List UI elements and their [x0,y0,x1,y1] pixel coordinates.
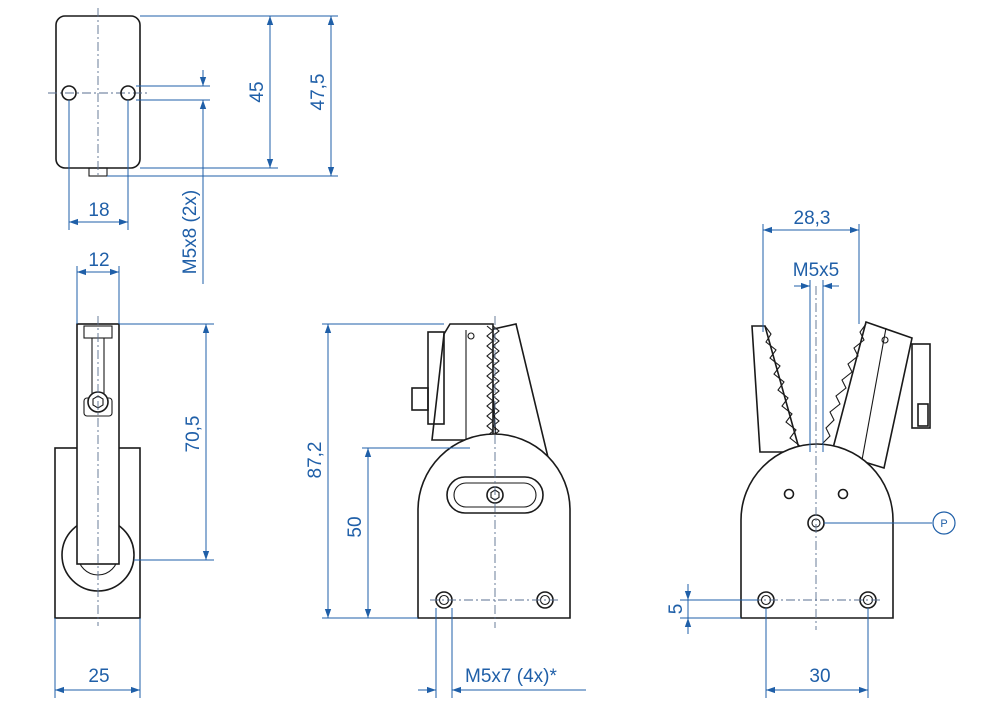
rear-view: 28,3 M5x5 5 30 P [666,208,956,698]
dim-18-label: 18 [88,200,109,221]
dim-m5x7-label: M5x7 (4x)* [465,666,557,687]
dim-m5x5-label: M5x5 [793,260,839,281]
dim-25-label: 25 [88,666,109,687]
rear-view-left-jaw [751,325,802,453]
rear-view-right-plate [831,320,913,470]
dim-m5x8-label: M5x8 (2x) [180,190,201,274]
dim-45-label: 45 [247,81,268,102]
dim-5-label: 5 [666,604,687,615]
dim-47-5-label: 47,5 [308,74,329,111]
top-view: 45 47,5 M5x8 (2x) 18 [48,8,338,284]
side-view: 12 70,5 25 [54,250,214,698]
dim-50-label: 50 [345,516,366,537]
front-view-body [417,433,571,619]
dim-30-label: 30 [809,666,830,687]
pivot-marker-circle [932,511,956,535]
dim-12-label: 12 [88,250,109,271]
front-view-plate [431,323,494,441]
dim-87-2-label: 87,2 [305,442,326,479]
dim-28-3-label: 28,3 [794,208,831,229]
pivot-marker-label: P [940,518,947,530]
front-view: 87,2 50 M5x7 (4x)* [305,316,586,698]
dim-70-5-label: 70,5 [183,416,204,453]
